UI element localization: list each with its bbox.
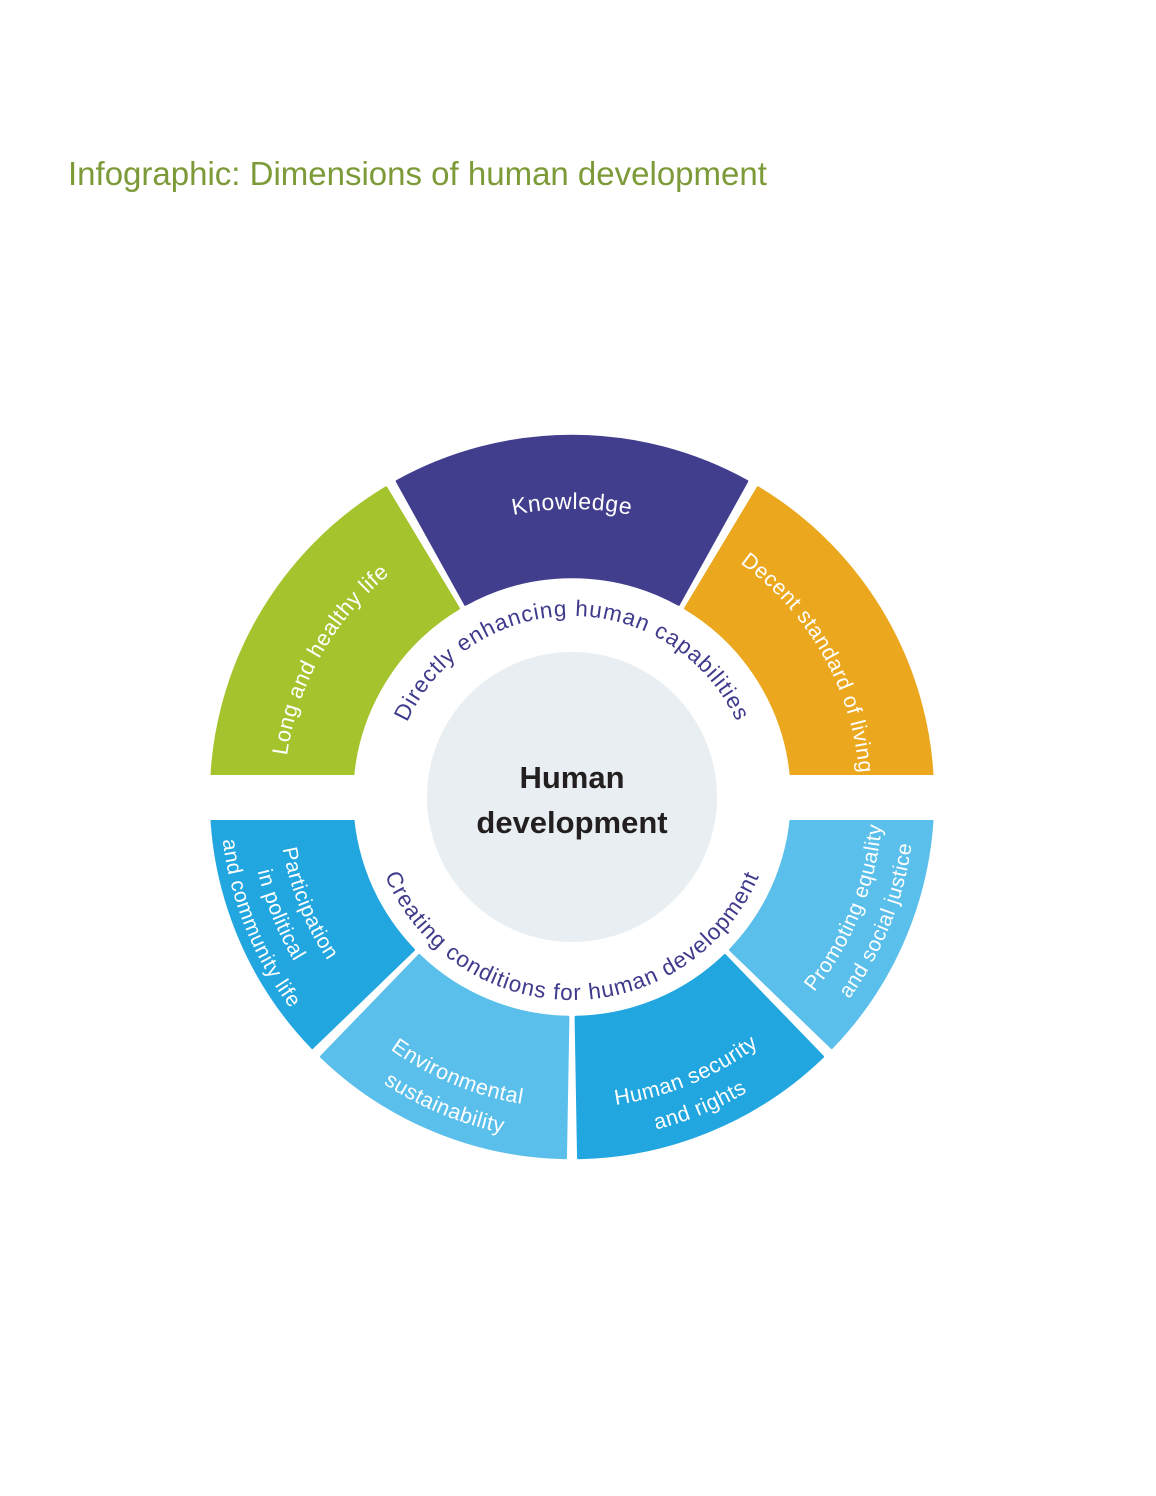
promoting-equality-and-social-justice-segment [729, 795, 935, 1050]
environmental-sustainability-segment [319, 954, 570, 1160]
center-circle [427, 652, 717, 942]
center-label-line2: development [476, 805, 667, 840]
long-and-healthy-life-segment [209, 486, 460, 799]
horizontal-gap-band-right [726, 775, 956, 820]
infographic-title: Infographic: Dimensions of human develop… [68, 155, 767, 192]
center-label-line1: Human [519, 760, 624, 795]
human-security-and-rights-segment [574, 954, 825, 1160]
knowledge-segment [395, 434, 749, 606]
horizontal-gap-band-left [190, 775, 418, 820]
